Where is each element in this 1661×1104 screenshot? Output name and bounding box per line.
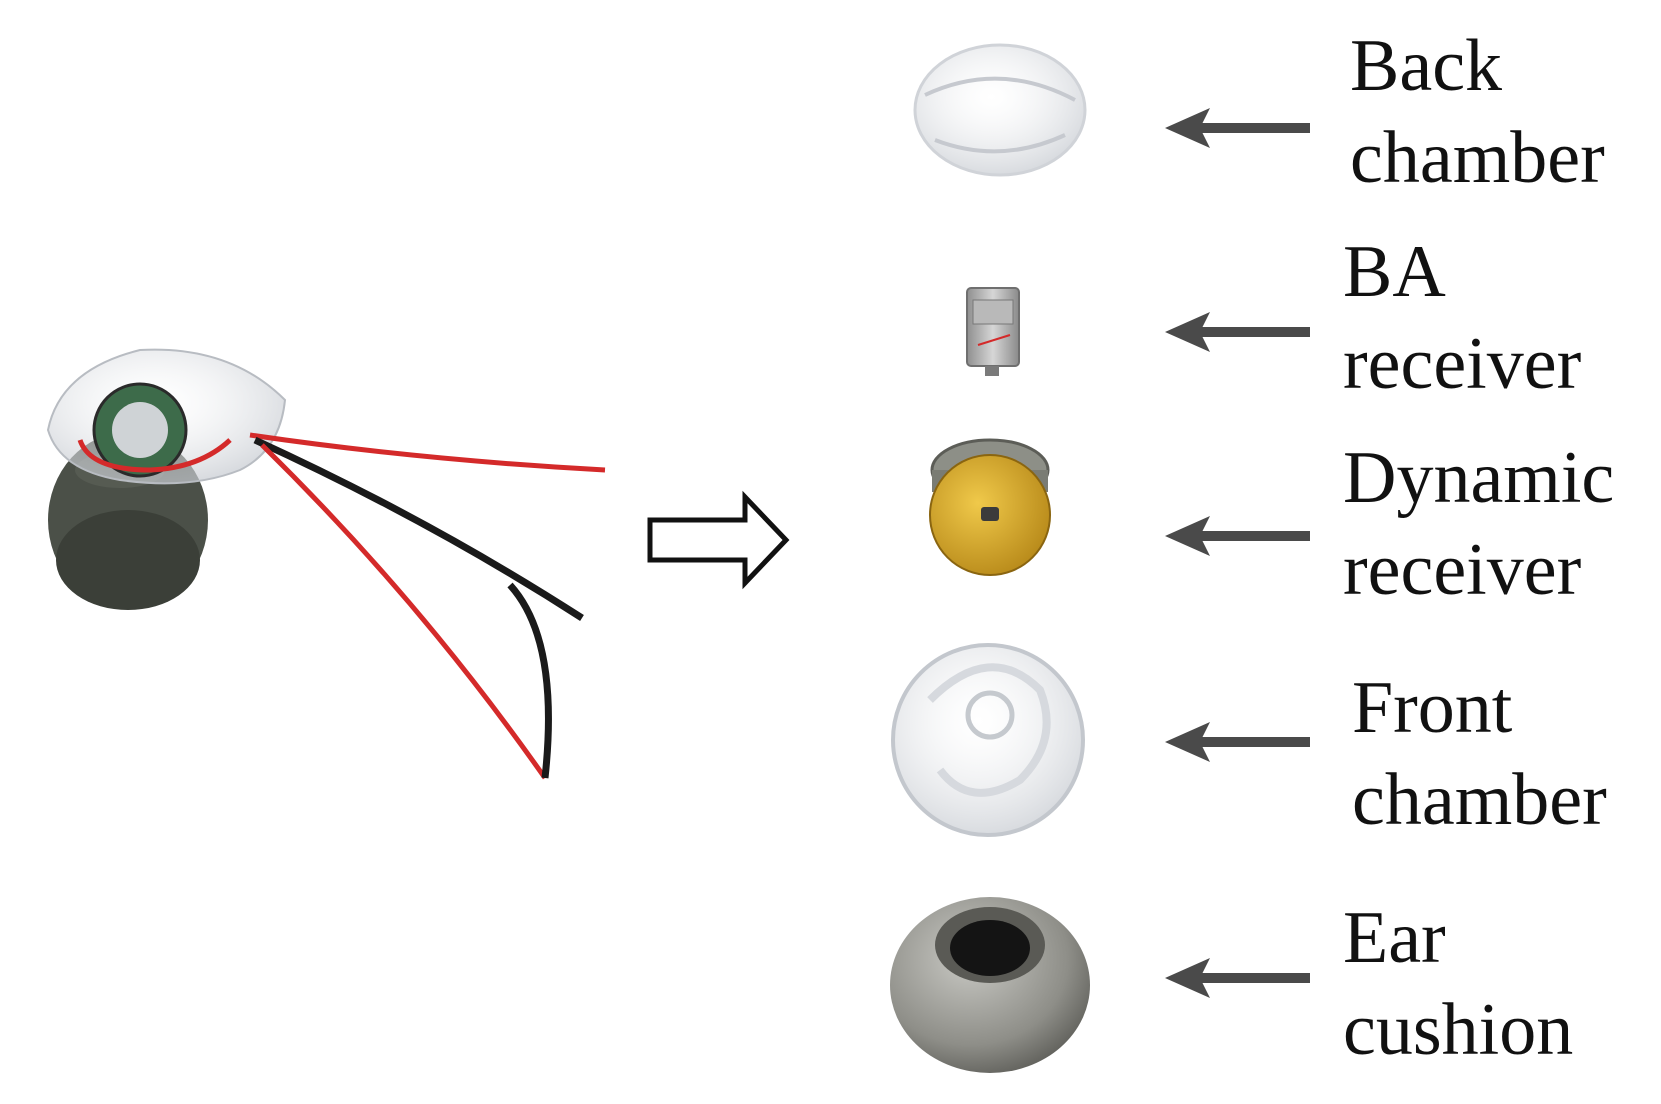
arrow-left-icon-back-chamber (1165, 108, 1310, 148)
label-back-chamber-line1: Back (1350, 25, 1503, 107)
label-dynamic-receiver: Dynamic receiver (1343, 432, 1614, 616)
arrow-left-icon-dynamic-receiver (1165, 516, 1310, 556)
ear-cushion-image (890, 897, 1090, 1073)
exploded-view-arrow-icon (647, 490, 790, 590)
front-chamber-image (891, 643, 1085, 837)
label-back-chamber-line2: chamber (1350, 117, 1605, 199)
arrow-left-icon-ba-receiver (1165, 312, 1310, 352)
pointer-arrows (1165, 108, 1310, 998)
label-ba-receiver-line2: receiver (1343, 323, 1582, 405)
label-ear-cushion-line1: Ear (1343, 897, 1446, 979)
assembled-earphone-image (46, 348, 606, 780)
label-back-chamber: Back chamber (1350, 20, 1605, 204)
back-chamber-image (913, 43, 1087, 177)
label-dynamic-receiver-line1: Dynamic (1343, 437, 1615, 519)
arrow-left-icon-ear-cushion (1165, 958, 1310, 998)
label-ear-cushion-line2: cushion (1343, 989, 1574, 1071)
dynamic-receiver-image (929, 438, 1051, 576)
label-dynamic-receiver-line2: receiver (1343, 529, 1582, 611)
label-front-chamber-line1: Front (1352, 667, 1513, 749)
label-front-chamber-line2: chamber (1352, 759, 1607, 841)
label-ear-cushion: Ear cushion (1343, 892, 1573, 1076)
label-ba-receiver: BA receiver (1343, 226, 1581, 410)
label-front-chamber: Front chamber (1352, 662, 1607, 846)
arrow-left-icon-front-chamber (1165, 722, 1310, 762)
label-ba-receiver-line1: BA (1343, 231, 1446, 313)
ba-receiver-image (966, 287, 1020, 376)
